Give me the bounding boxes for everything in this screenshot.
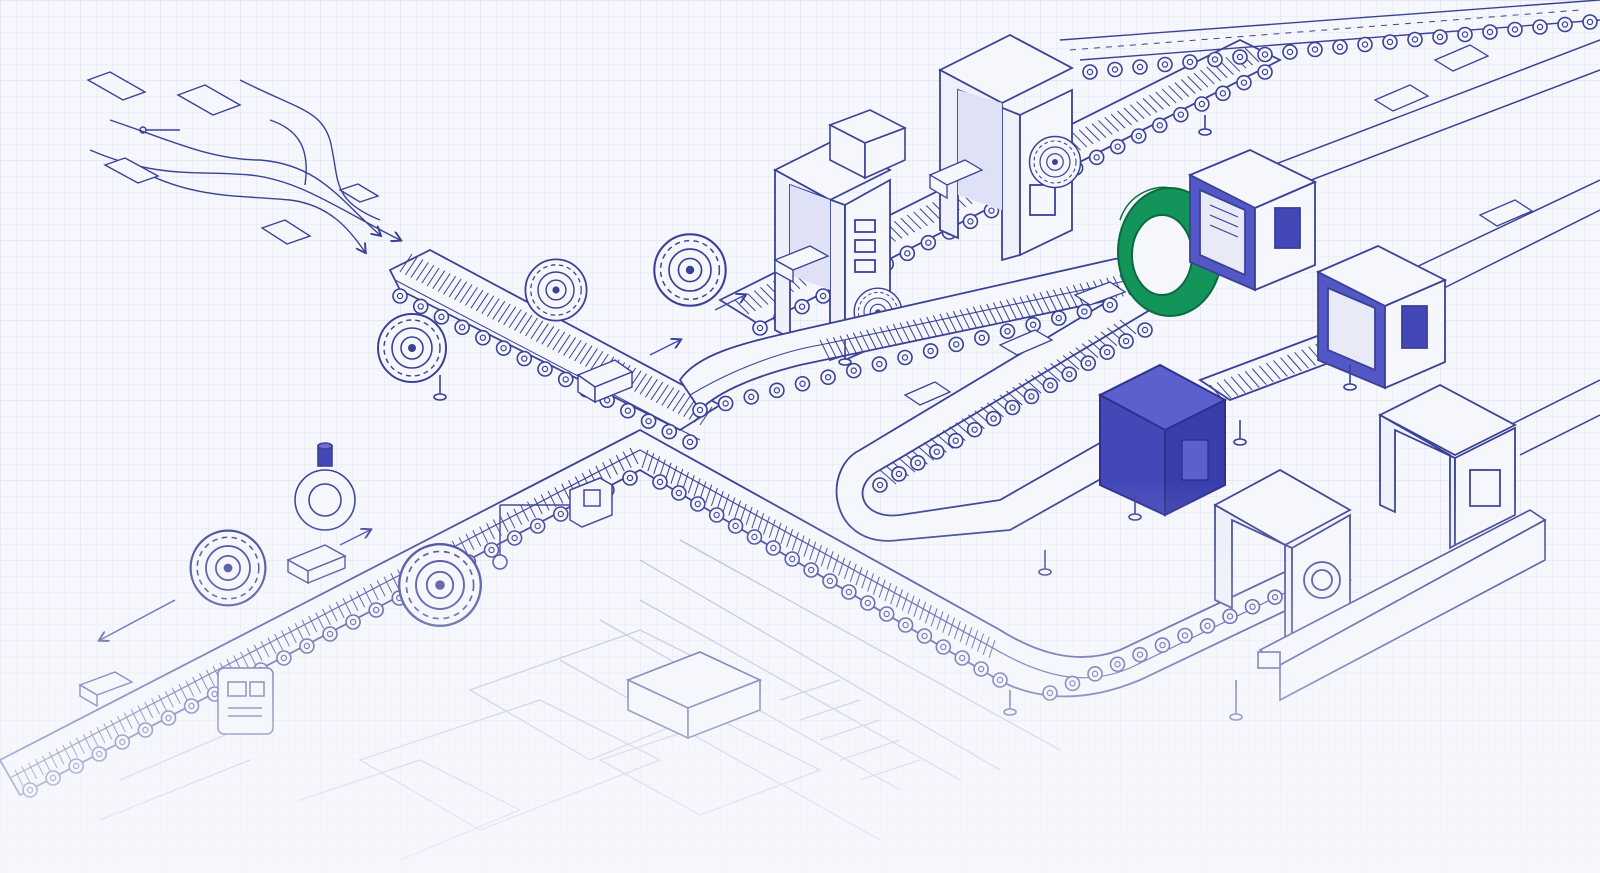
bottom-fade — [0, 0, 1600, 873]
conveyor-diagram — [0, 0, 1600, 873]
diagram-canvas — [0, 0, 1600, 873]
